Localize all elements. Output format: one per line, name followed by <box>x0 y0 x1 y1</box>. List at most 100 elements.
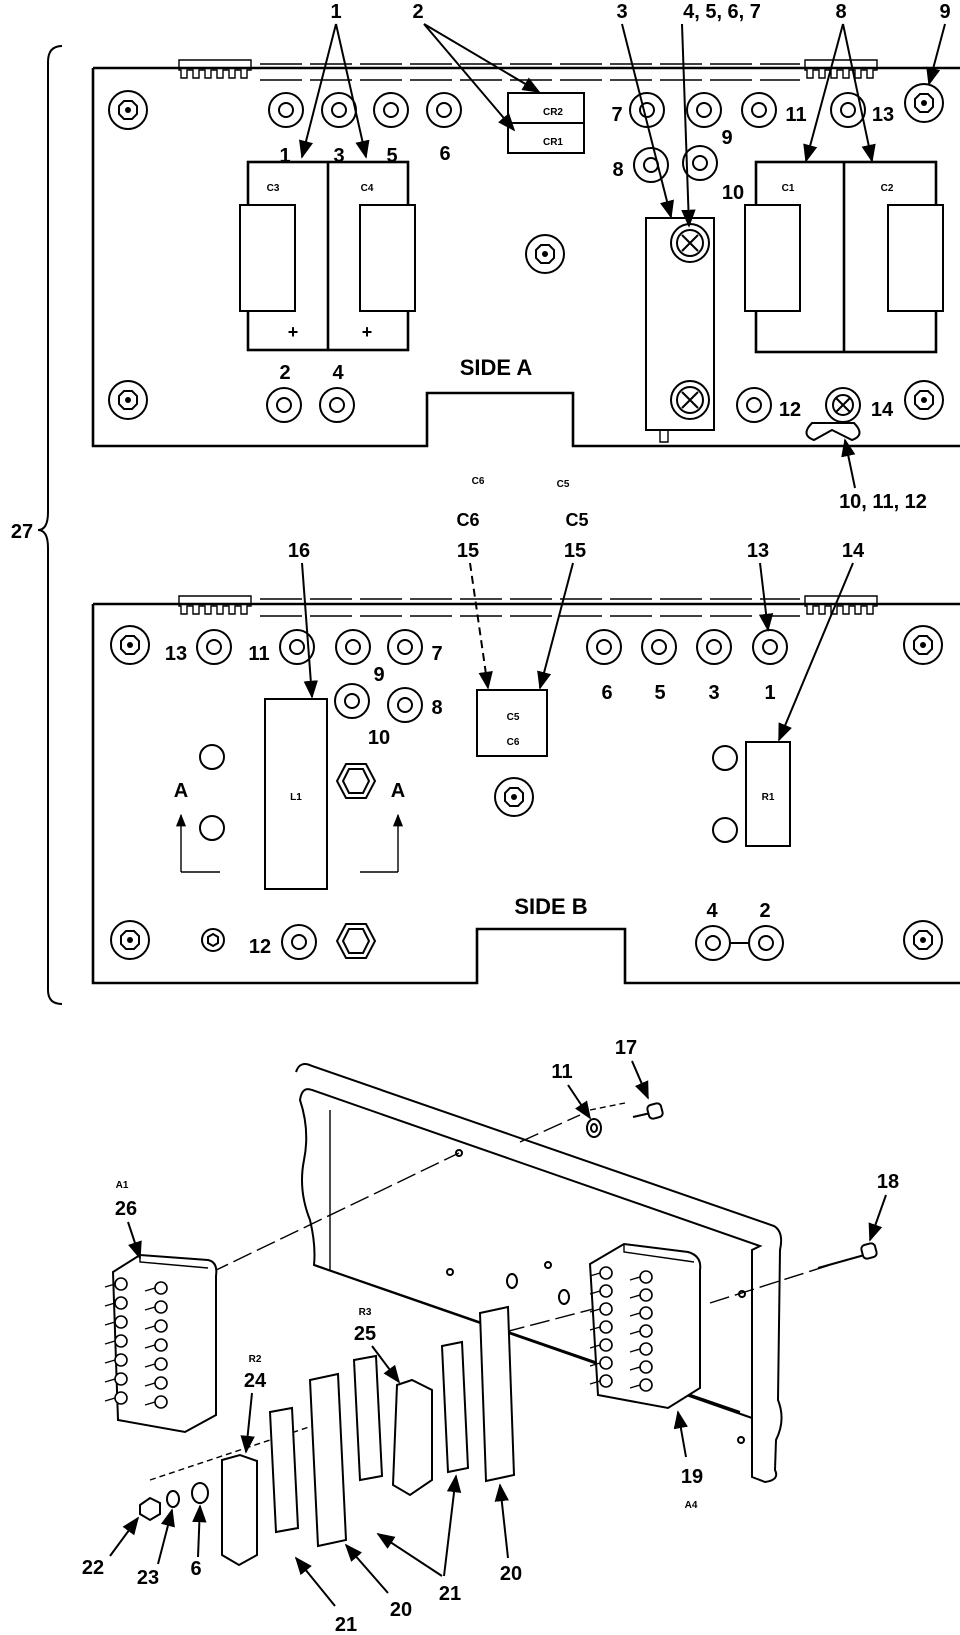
connector-pin-lead <box>589 1326 601 1331</box>
side-b-terminal-labels: 13 11 9 7 8 10 6 5 3 1 12 4 2 <box>165 643 776 958</box>
connector-pin-lead <box>104 1359 116 1364</box>
connector-pin <box>639 1306 653 1320</box>
connector-pin-lead <box>144 1344 156 1349</box>
connector-pin-lead <box>629 1330 641 1335</box>
svg-text:15: 15 <box>457 540 479 562</box>
svg-text:10: 10 <box>722 182 744 204</box>
svg-text:18: 18 <box>877 1171 899 1193</box>
svg-text:9: 9 <box>373 664 384 686</box>
svg-text:C5: C5 <box>557 479 570 490</box>
connector-pin <box>154 1281 168 1295</box>
connector-pin-lead <box>144 1401 156 1406</box>
connector-pin-lead <box>144 1287 156 1292</box>
svg-text:19: 19 <box>681 1466 703 1488</box>
connector-pin <box>154 1395 168 1409</box>
svg-text:24: 24 <box>244 1370 267 1392</box>
svg-text:A4: A4 <box>685 1500 698 1511</box>
svg-text:23: 23 <box>137 1567 159 1589</box>
section-a-left: A <box>174 780 188 802</box>
exploded-view <box>111 1063 878 1567</box>
svg-text:12: 12 <box>249 936 271 958</box>
a1-pins <box>104 1277 168 1409</box>
side-b-title: SIDE B <box>514 894 587 919</box>
svg-text:8: 8 <box>431 697 442 719</box>
svg-text:22: 22 <box>82 1557 104 1579</box>
screw-17 <box>632 1102 664 1120</box>
svg-text:10, 11, 12: 10, 11, 12 <box>839 491 927 513</box>
svg-text:R2: R2 <box>249 1354 262 1365</box>
connector-pin-lead <box>589 1362 601 1367</box>
connector-pin <box>154 1338 168 1352</box>
svg-text:26: 26 <box>115 1198 137 1220</box>
svg-text:C6: C6 <box>456 510 479 530</box>
plate-21-a <box>268 1406 300 1534</box>
side-a-title: SIDE A <box>460 355 533 380</box>
exploded-callouts: 11 17 18 A1 26 19 A4 R2 24 R3 25 22 23 6… <box>82 1037 899 1635</box>
svg-text:11: 11 <box>785 104 806 126</box>
svg-text:2: 2 <box>412 1 423 23</box>
svg-text:6: 6 <box>601 682 612 704</box>
connector-pin-lead <box>104 1340 116 1345</box>
svg-text:17: 17 <box>615 1037 637 1059</box>
plate-20-a <box>308 1372 348 1548</box>
svg-text:A1: A1 <box>116 1180 129 1191</box>
connector-pin-lead <box>589 1308 601 1313</box>
connector-pin-lead <box>589 1272 601 1277</box>
connector-pin <box>639 1378 653 1392</box>
svg-text:9: 9 <box>721 127 732 149</box>
connector-pin <box>154 1319 168 1333</box>
connector-pin-lead <box>144 1382 156 1387</box>
svg-text:6: 6 <box>190 1558 201 1580</box>
svg-text:7: 7 <box>431 643 442 665</box>
svg-text:4: 4 <box>332 362 344 384</box>
plate-20-b <box>478 1305 516 1483</box>
svg-text:27: 27 <box>11 521 33 543</box>
label-c5: C5 <box>507 712 520 723</box>
connector-pin <box>114 1372 128 1386</box>
between-labels: C6 C5 C6 C5 <box>456 476 588 530</box>
connector-pin-lead <box>104 1378 116 1383</box>
connector-pin <box>599 1266 613 1280</box>
connector-pin-lead <box>589 1344 601 1349</box>
washer-6 <box>191 1482 209 1504</box>
side-a-callouts: 1 2 3 4, 5, 6, 7 8 9 10, 11, 12 <box>299 1 951 513</box>
svg-text:8: 8 <box>612 159 623 181</box>
svg-text:9: 9 <box>939 1 950 23</box>
svg-text:4, 5, 6, 7: 4, 5, 6, 7 <box>683 1 761 23</box>
connector-pin <box>114 1315 128 1329</box>
svg-text:14: 14 <box>842 540 865 562</box>
plate-21-b <box>352 1354 384 1482</box>
svg-text:1: 1 <box>279 145 290 167</box>
svg-text:2: 2 <box>279 362 290 384</box>
assembly-brace: 27 <box>11 45 63 1005</box>
polarity-plus: + <box>288 322 299 342</box>
connector-pin <box>639 1342 653 1356</box>
svg-text:5: 5 <box>654 682 665 704</box>
connector-pin-lead <box>629 1276 641 1281</box>
resistor-r1 <box>745 741 791 847</box>
connector-pin <box>154 1357 168 1371</box>
connector-pin-lead <box>629 1312 641 1317</box>
connector-pin-lead <box>104 1397 116 1402</box>
side-b-callouts: 16 15 15 13 14 <box>288 540 865 742</box>
connector-pin-lead <box>629 1384 641 1389</box>
svg-text:3: 3 <box>333 145 344 167</box>
label-r1: R1 <box>762 792 775 803</box>
connector-pin <box>154 1300 168 1314</box>
side-a-terminal-labels: 1 3 5 6 7 8 9 10 11 13 2 4 12 14 <box>279 104 894 421</box>
washer-11 <box>586 1118 602 1138</box>
section-a-right: A <box>391 780 405 802</box>
connector-pin <box>639 1324 653 1338</box>
connector-pin <box>114 1296 128 1310</box>
side-b-board: L1 C5 C6 R1 A A 13 11 9 7 8 <box>91 595 960 985</box>
connector-pin-lead <box>144 1306 156 1311</box>
svg-text:13: 13 <box>872 104 894 126</box>
connector-pin-lead <box>589 1380 601 1385</box>
svg-text:21: 21 <box>335 1614 357 1635</box>
connector-pin-lead <box>629 1366 641 1371</box>
svg-text:1: 1 <box>764 682 775 704</box>
label-c1: C1 <box>782 183 795 194</box>
label-cr1: CR1 <box>543 137 563 148</box>
svg-text:C6: C6 <box>472 476 485 487</box>
